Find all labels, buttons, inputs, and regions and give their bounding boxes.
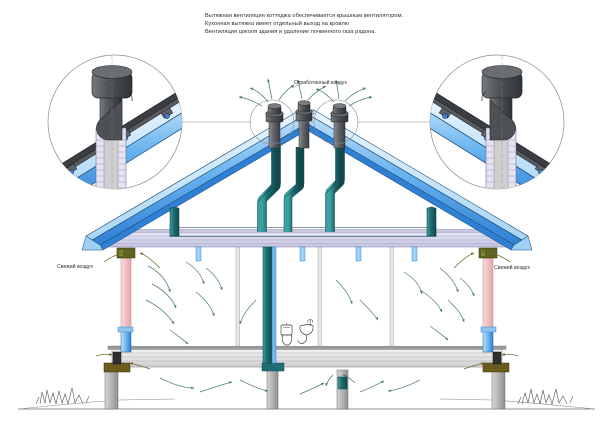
ground-line bbox=[17, 398, 596, 410]
title-line-1: Вытяжная вентиляция коттеджа обеспечивае… bbox=[205, 13, 404, 19]
exhaust-air-arrows bbox=[238, 78, 373, 107]
label-fresh-air-left: Свежий воздух bbox=[57, 264, 93, 270]
duct-riser-kitchen-hood-outline bbox=[283, 147, 305, 232]
detail-right-content bbox=[430, 56, 564, 189]
duct-drop-right bbox=[426, 206, 437, 237]
roof-fan-stack-main bbox=[265, 103, 284, 149]
grass-tuft-left bbox=[35, 387, 90, 406]
exterior-wall-left bbox=[112, 247, 136, 365]
fixture-sink bbox=[297, 319, 314, 344]
crawlspace-airflow-arrows bbox=[159, 374, 421, 395]
callout-leader-lines bbox=[182, 83, 430, 123]
radon-soil-extraction-riser bbox=[337, 376, 348, 390]
exterior-wall-right bbox=[478, 247, 502, 365]
ceiling-grille-stubs bbox=[195, 246, 418, 262]
label-exhaust-air: Отработанный воздух bbox=[294, 80, 347, 86]
fresh-air-inlet-arrows bbox=[95, 250, 519, 370]
duct-riser-kitchen-hood bbox=[284, 147, 304, 232]
kitchen-hood-duct-in-room bbox=[262, 246, 277, 364]
roof-stack-kitchen-hood bbox=[295, 100, 313, 149]
duct-riser-main-fan bbox=[257, 145, 281, 232]
duct-riser-radon-stack-outline bbox=[325, 147, 345, 232]
duct-riser-main-fan-outline bbox=[257, 145, 281, 232]
roof-stack-radon bbox=[330, 103, 349, 149]
roof-assembly bbox=[81, 109, 533, 251]
duct-riser-radon-stack bbox=[325, 147, 345, 232]
ground-floor-slab bbox=[107, 345, 507, 368]
foundation-pillars bbox=[104, 369, 506, 410]
title-block: Вытяжная вентиляция коттеджа обеспечивае… bbox=[205, 12, 403, 37]
interior-airflow-arrows bbox=[145, 261, 475, 345]
fixture-toilet bbox=[280, 322, 293, 346]
detail-left-content bbox=[48, 56, 182, 189]
duct-drop-left bbox=[169, 206, 180, 237]
grass-tuft-right bbox=[517, 388, 574, 406]
title-line-3: Вентиляция цоколя здания и удаление почв… bbox=[205, 29, 377, 36]
label-fresh-air-right: Свежий воздух bbox=[494, 265, 530, 271]
title-line-2: Кухонная вытяжка имеет отдельный выход н… bbox=[205, 21, 350, 28]
